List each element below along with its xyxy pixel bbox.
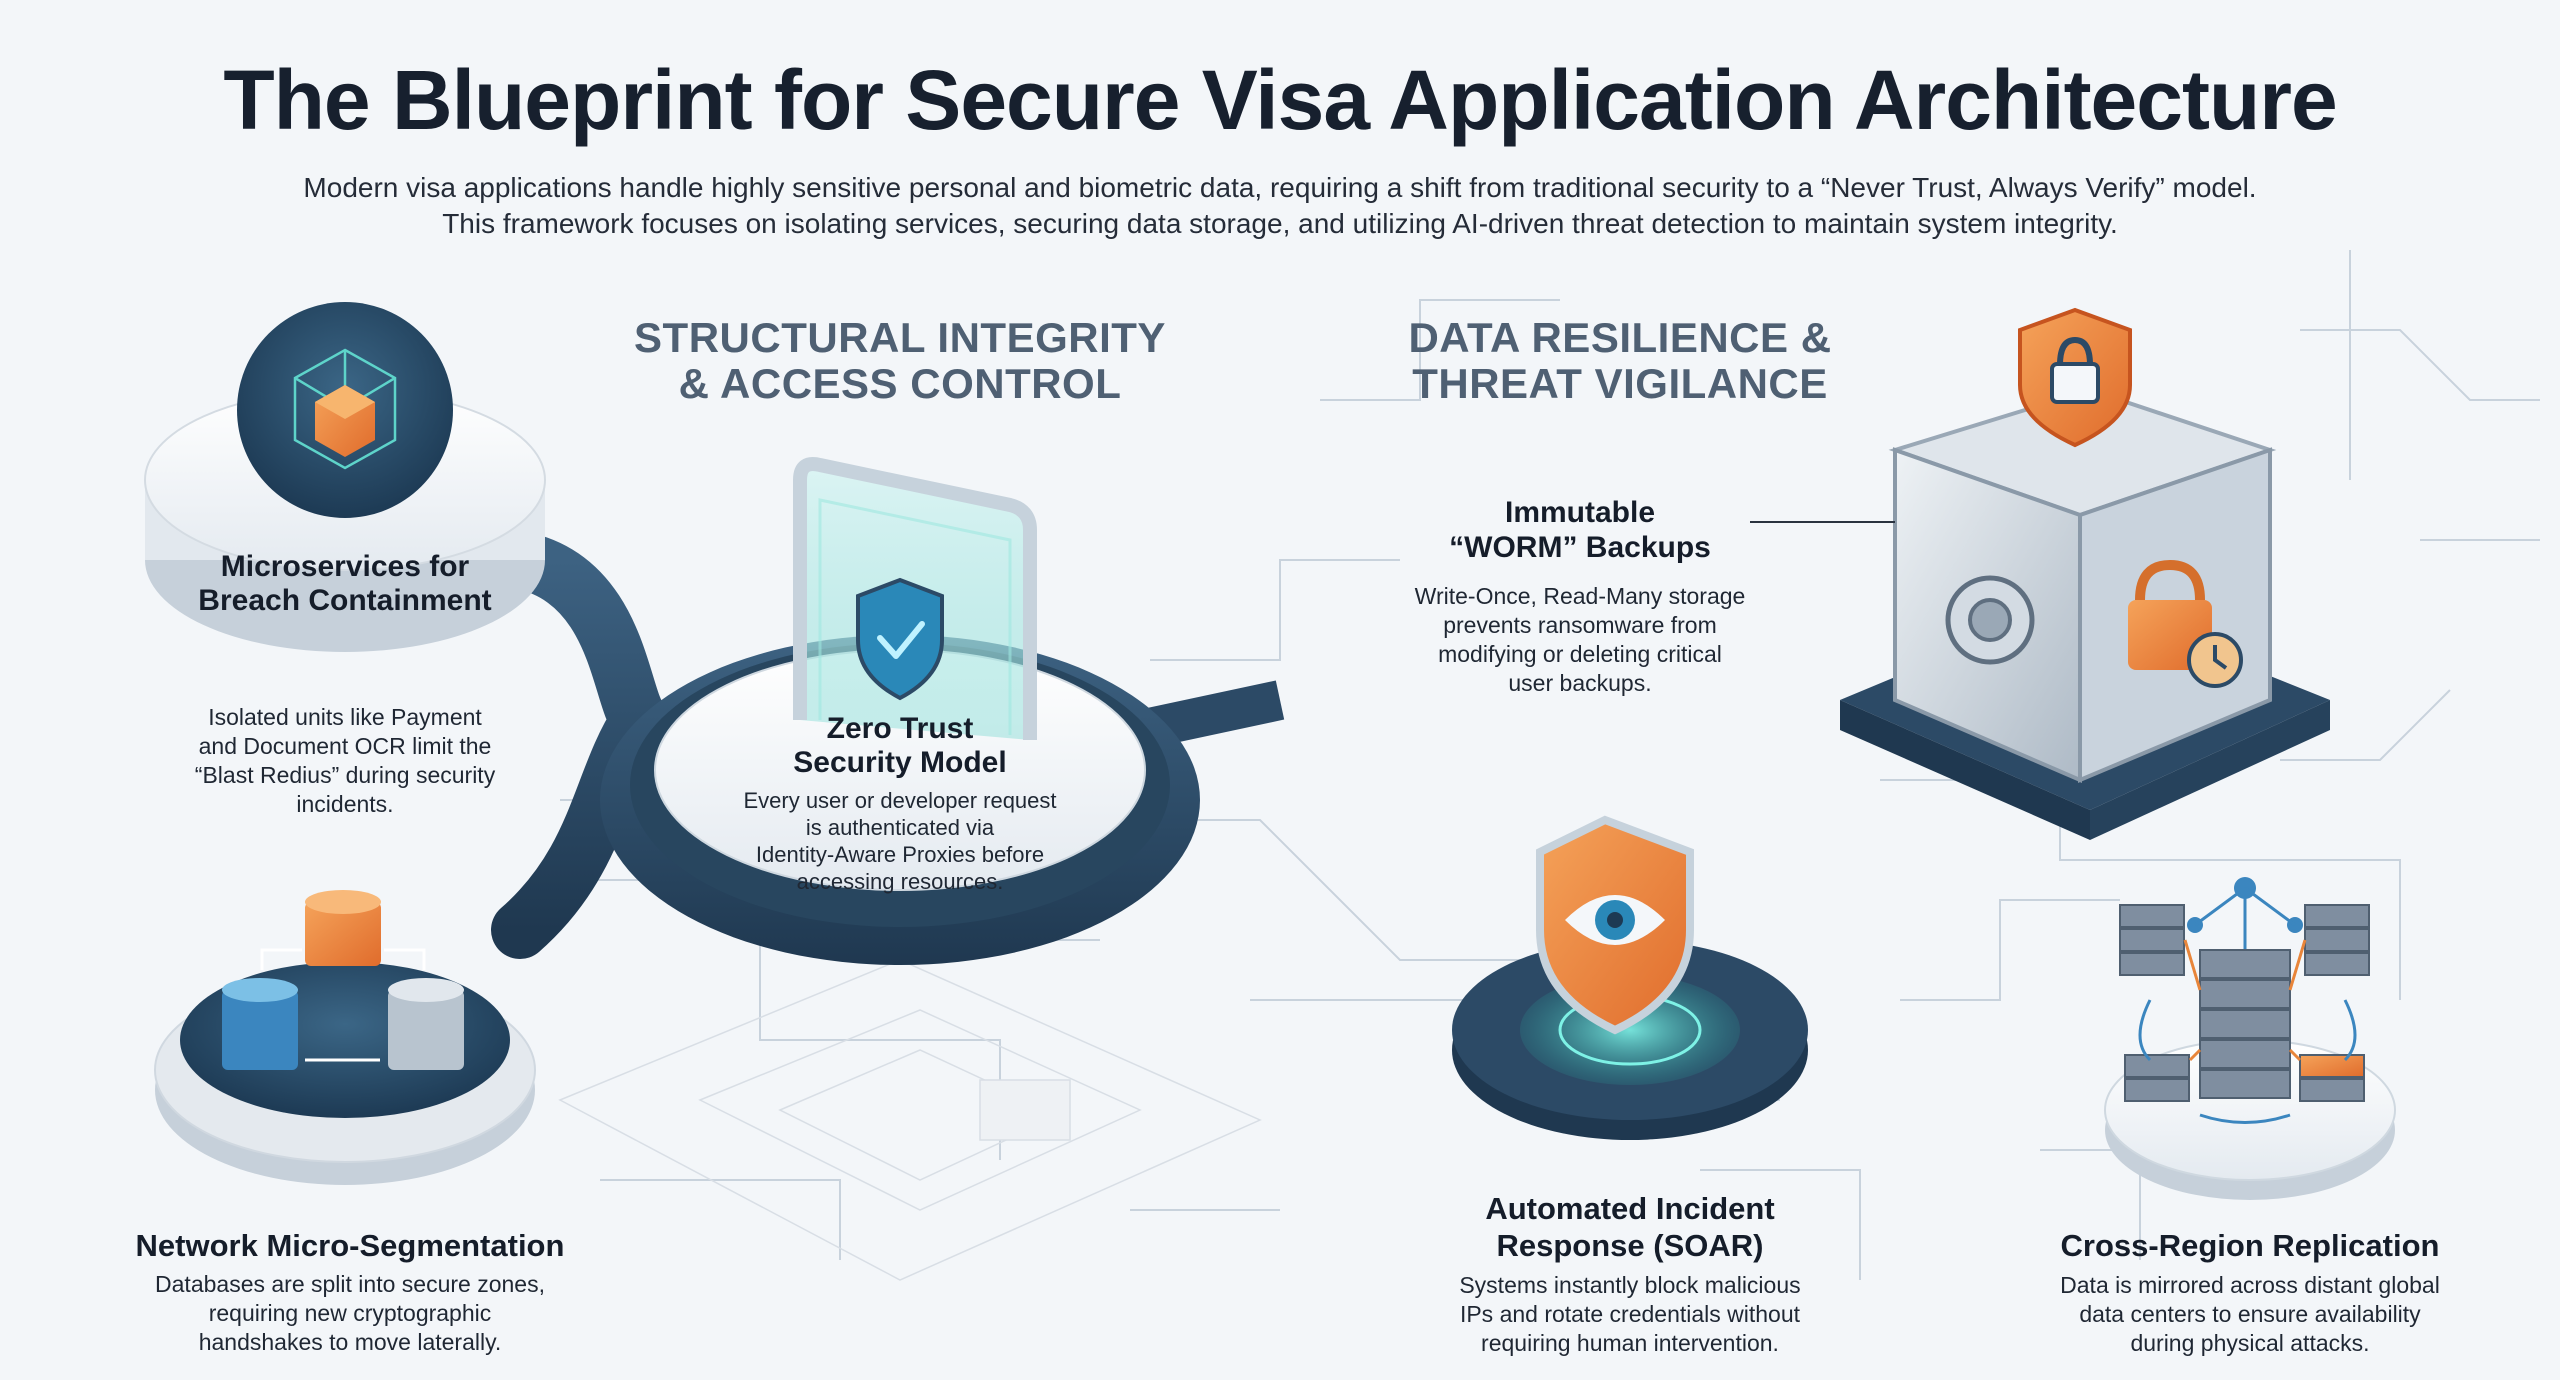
worm-title: Immutable “WORM” Backups xyxy=(1410,495,1750,565)
desc-line: “Blast Redius” during security xyxy=(194,762,496,788)
label-line: Microservices for xyxy=(220,550,470,583)
zero-trust-title: Zero Trust Security Model xyxy=(700,712,1100,780)
soar-platform xyxy=(1452,815,1808,1140)
label-line: Immutable xyxy=(1504,496,1656,529)
desc-line: requiring new cryptographic xyxy=(208,1300,492,1326)
segmentation-description: Databases are split into secure zones, r… xyxy=(90,1270,610,1357)
section-heading-line: DATA RESILIENCE & xyxy=(1408,314,1832,361)
section-heading-line: THREAT VIGILANCE xyxy=(1412,360,1828,407)
desc-line: IPs and rotate credentials without xyxy=(1459,1301,1801,1327)
section-heading-resilience: DATA RESILIENCE & THREAT VIGILANCE xyxy=(1390,315,1850,407)
vault-icon xyxy=(1840,307,2330,840)
label-line: Security Model xyxy=(793,746,1007,779)
microservices-disc xyxy=(144,302,546,652)
segmentation-title: Network Micro-Segmentation xyxy=(135,1228,565,1263)
database-icon xyxy=(222,890,464,1070)
label-line: “WORM” Backups xyxy=(1449,531,1711,564)
soar-description: Systems instantly block malicious IPs an… xyxy=(1390,1271,1870,1358)
microservices-description: Isolated units like Payment and Document… xyxy=(150,703,540,819)
label-line: Zero Trust xyxy=(826,712,974,745)
server-network-icon xyxy=(2104,877,2396,1200)
desc-line: is authenticated via xyxy=(805,815,995,840)
subtitle-line-2: This framework focuses on isolating serv… xyxy=(442,208,2118,239)
desc-line: Data is mirrored across distant global xyxy=(2060,1272,2440,1298)
desc-line: prevents ransomware from xyxy=(1443,612,1717,638)
label-line: Breach Containment xyxy=(198,584,492,617)
desc-line: Databases are split into secure zones, xyxy=(155,1271,545,1297)
section-heading-structural: STRUCTURAL INTEGRITY & ACCESS CONTROL xyxy=(630,315,1170,407)
subtitle-line-1: Modern visa applications handle highly s… xyxy=(303,172,2257,203)
desc-line: handshakes to move laterally. xyxy=(198,1329,502,1355)
desc-line: modifying or deleting critical xyxy=(1438,641,1722,667)
desc-line: Write-Once, Read-Many storage xyxy=(1414,583,1746,609)
desc-line: Systems instantly block malicious xyxy=(1459,1272,1801,1298)
page-subtitle: Modern visa applications handle highly s… xyxy=(230,170,2330,242)
replication-description: Data is mirrored across distant global d… xyxy=(1990,1271,2510,1358)
eye-shield-icon xyxy=(1536,815,1694,1035)
desc-line: during physical attacks. xyxy=(2130,1330,2370,1356)
label-line: Automated Incident xyxy=(1485,1191,1775,1226)
soar-title: Automated Incident Response (SOAR) xyxy=(1420,1190,1840,1264)
desc-line: Isolated units like Payment xyxy=(208,704,482,730)
floor-grid xyxy=(558,959,1262,1281)
desc-line: requiring human intervention. xyxy=(1481,1330,1779,1356)
zero-trust-description: Every user or developer request is authe… xyxy=(680,787,1120,895)
desc-line: user backups. xyxy=(1508,670,1652,696)
shield-check-icon xyxy=(856,577,944,701)
zero-trust-gateway xyxy=(654,457,1146,891)
desc-line: Every user or developer request xyxy=(743,788,1057,813)
segmentation-disc xyxy=(154,890,536,1185)
replication-title: Cross-Region Replication xyxy=(2060,1228,2440,1263)
label-line: Response (SOAR) xyxy=(1496,1228,1764,1263)
desc-line: accessing resources. xyxy=(796,869,1004,894)
desc-line: incidents. xyxy=(296,791,394,817)
desc-line: Identity-Aware Proxies before xyxy=(755,842,1045,867)
microservices-title: Microservices for Breach Containment xyxy=(160,550,530,618)
worm-description: Write-Once, Read-Many storage prevents r… xyxy=(1380,582,1780,698)
desc-line: data centers to ensure availability xyxy=(2079,1301,2421,1327)
page-title: The Blueprint for Secure Visa Applicatio… xyxy=(223,53,2337,147)
section-heading-line: & ACCESS CONTROL xyxy=(678,360,1122,407)
desc-line: and Document OCR limit the xyxy=(198,733,492,759)
section-heading-line: STRUCTURAL INTEGRITY xyxy=(634,314,1166,361)
